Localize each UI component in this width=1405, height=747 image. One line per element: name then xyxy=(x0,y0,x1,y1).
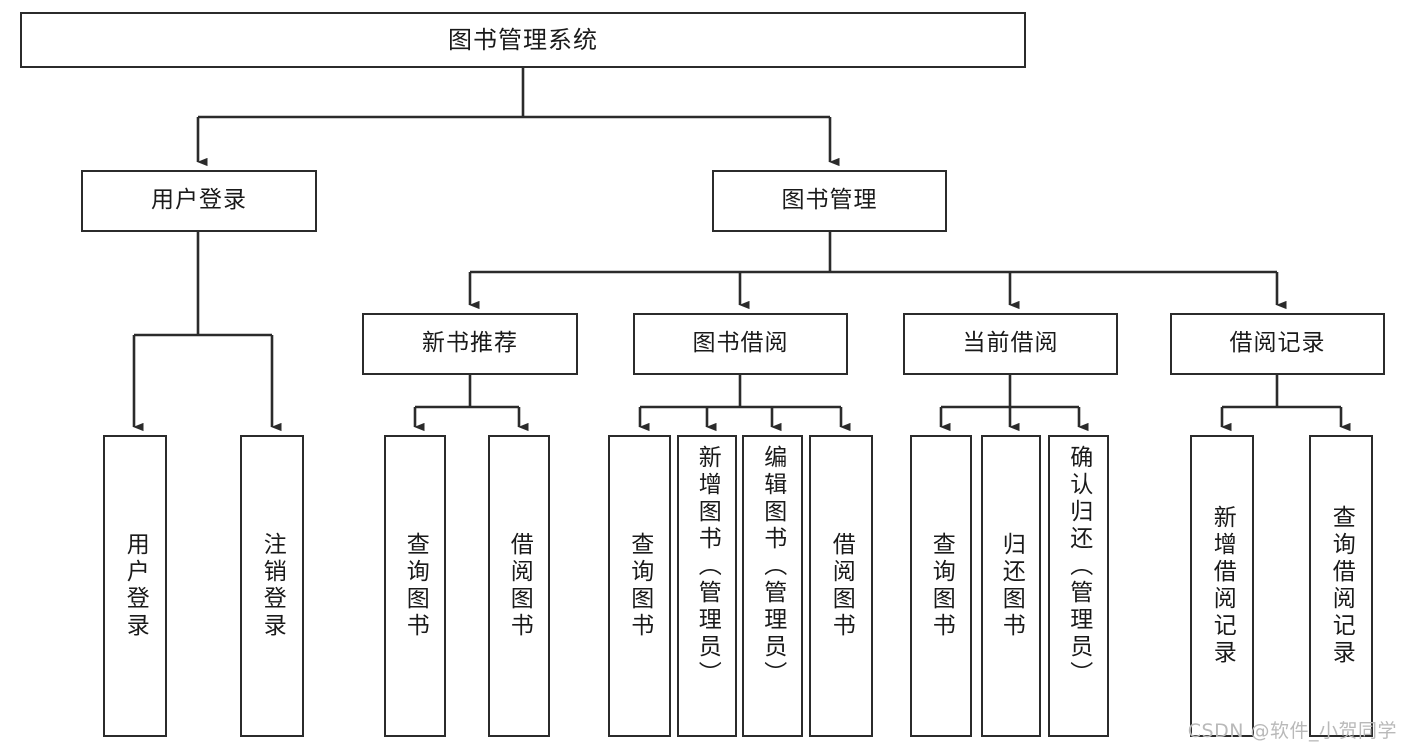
node-label: 查询图书 xyxy=(928,532,955,640)
leaf-current-confirm-return-admin[interactable]: 确认归还（管理员） xyxy=(1048,435,1109,737)
node-label: 图书借阅 xyxy=(692,330,789,357)
node-label: 借阅图书 xyxy=(506,532,533,640)
node-root-system[interactable]: 图书管理系统 xyxy=(20,12,1026,68)
node-label: 查询借阅记录 xyxy=(1328,505,1355,667)
node-label: 新增图书（管理员） xyxy=(694,445,721,688)
node-label: 查询图书 xyxy=(626,532,653,640)
csdn-watermark: CSDN @软件_小贺同学 xyxy=(1187,720,1397,742)
node-label: 当前借阅 xyxy=(962,330,1059,357)
node-label: 借阅图书 xyxy=(828,532,855,640)
node-label: 图书管理系统 xyxy=(448,25,598,54)
node-label: 新增借阅记录 xyxy=(1209,505,1236,667)
node-book-management[interactable]: 图书管理 xyxy=(712,170,947,232)
node-label: 确认归还（管理员） xyxy=(1065,445,1092,688)
node-label: 新书推荐 xyxy=(422,330,518,357)
leaf-borrow-add-book-admin[interactable]: 新增图书（管理员） xyxy=(677,435,737,737)
node-borrow-record[interactable]: 借阅记录 xyxy=(1170,313,1385,375)
leaf-logout[interactable]: 注销登录 xyxy=(240,435,304,737)
node-book-borrow[interactable]: 图书借阅 xyxy=(633,313,848,375)
leaf-user-login[interactable]: 用户登录 xyxy=(103,435,167,737)
leaf-recommend-query-book[interactable]: 查询图书 xyxy=(384,435,446,737)
leaf-record-query-record[interactable]: 查询借阅记录 xyxy=(1309,435,1373,737)
leaf-borrow-borrow-book[interactable]: 借阅图书 xyxy=(809,435,873,737)
node-user-login[interactable]: 用户登录 xyxy=(81,170,317,232)
node-label: 查询图书 xyxy=(402,532,429,640)
node-label: 编辑图书（管理员） xyxy=(759,445,786,688)
leaf-borrow-edit-book-admin[interactable]: 编辑图书（管理员） xyxy=(742,435,803,737)
node-new-book-recommend[interactable]: 新书推荐 xyxy=(362,313,578,375)
node-label: 图书管理 xyxy=(781,187,878,214)
node-label: 借阅记录 xyxy=(1229,330,1326,357)
node-label: 用户登录 xyxy=(151,187,247,214)
leaf-borrow-query-book[interactable]: 查询图书 xyxy=(608,435,671,737)
leaf-current-return-book[interactable]: 归还图书 xyxy=(981,435,1041,737)
node-label: 用户登录 xyxy=(122,532,149,640)
node-label: 归还图书 xyxy=(998,532,1025,640)
leaf-recommend-borrow-book[interactable]: 借阅图书 xyxy=(488,435,550,737)
node-current-borrow[interactable]: 当前借阅 xyxy=(903,313,1118,375)
leaf-record-add-record[interactable]: 新增借阅记录 xyxy=(1190,435,1254,737)
leaf-current-query-book[interactable]: 查询图书 xyxy=(910,435,972,737)
node-label: 注销登录 xyxy=(259,532,286,640)
